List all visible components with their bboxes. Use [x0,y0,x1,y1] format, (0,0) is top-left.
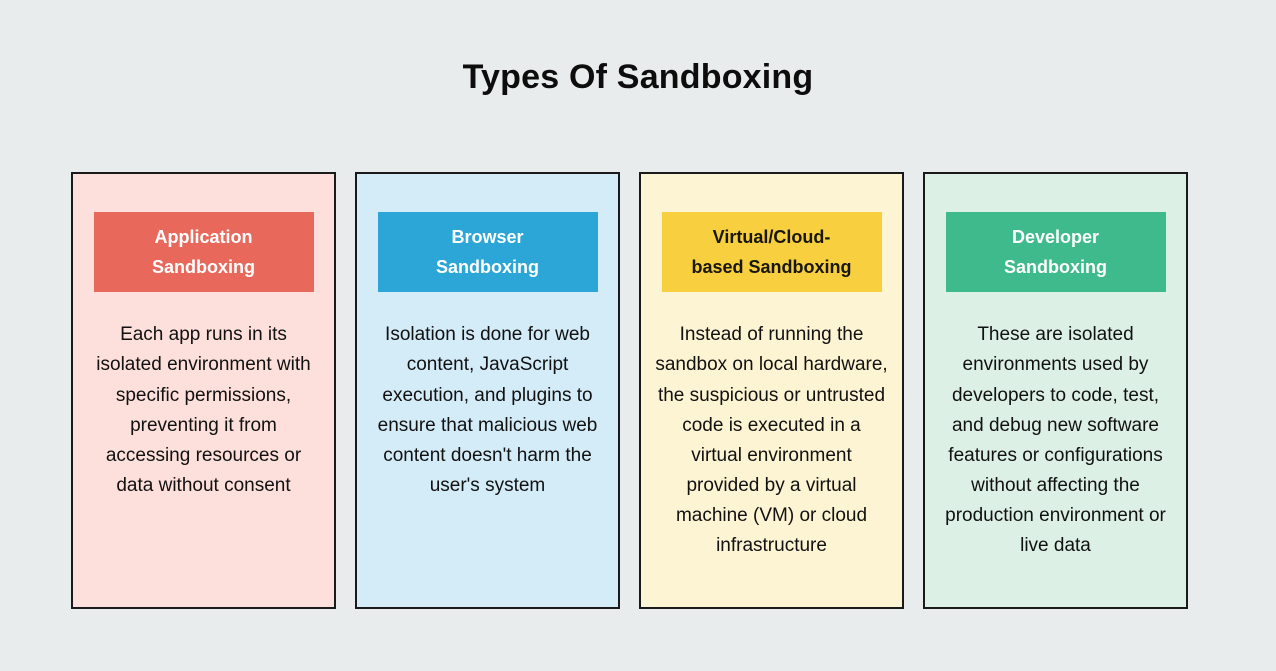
card-header-line-2: Sandboxing [152,257,255,278]
card-virtual-cloud-based-sandboxing: Virtual/Cloud- based Sandboxing Instead … [639,172,904,609]
sandboxing-card-row: Application Sandboxing Each app runs in … [71,172,1188,609]
card-header-developer-sandboxing: Developer Sandboxing [945,212,1166,293]
card-body-browser-sandboxing: Isolation is done for web content, JavaS… [377,324,598,496]
card-header-line-2: Sandboxing [1004,257,1107,278]
card-header-line-1: Application [154,227,253,247]
card-header-line-1: Virtual/Cloud- [712,227,831,247]
card-body-application-sandboxing: Each app runs in its isolated environmen… [96,324,311,496]
card-header-line-2: based Sandboxing [691,257,852,278]
card-header-browser-sandboxing: Browser Sandboxing [377,212,598,293]
card-application-sandboxing: Application Sandboxing Each app runs in … [71,172,336,609]
card-body-developer-sandboxing: These are isolated environments used by … [945,324,1166,556]
card-developer-sandboxing: Developer Sandboxing These are isolated … [923,172,1188,609]
card-header-line-1: Developer [1011,227,1100,247]
page-title: Types Of Sandboxing [462,58,814,96]
card-header-line-2: Sandboxing [436,257,539,278]
card-header-line-1: Browser [451,227,524,247]
card-header-application-sandboxing: Application Sandboxing [93,212,314,293]
card-body-virtual-cloud-based-sandboxing: Instead of running the sandbox on local … [655,324,888,556]
card-browser-sandboxing: Browser Sandboxing Isolation is done for… [355,172,620,609]
card-header-virtual-cloud-based-sandboxing: Virtual/Cloud- based Sandboxing [661,212,882,293]
